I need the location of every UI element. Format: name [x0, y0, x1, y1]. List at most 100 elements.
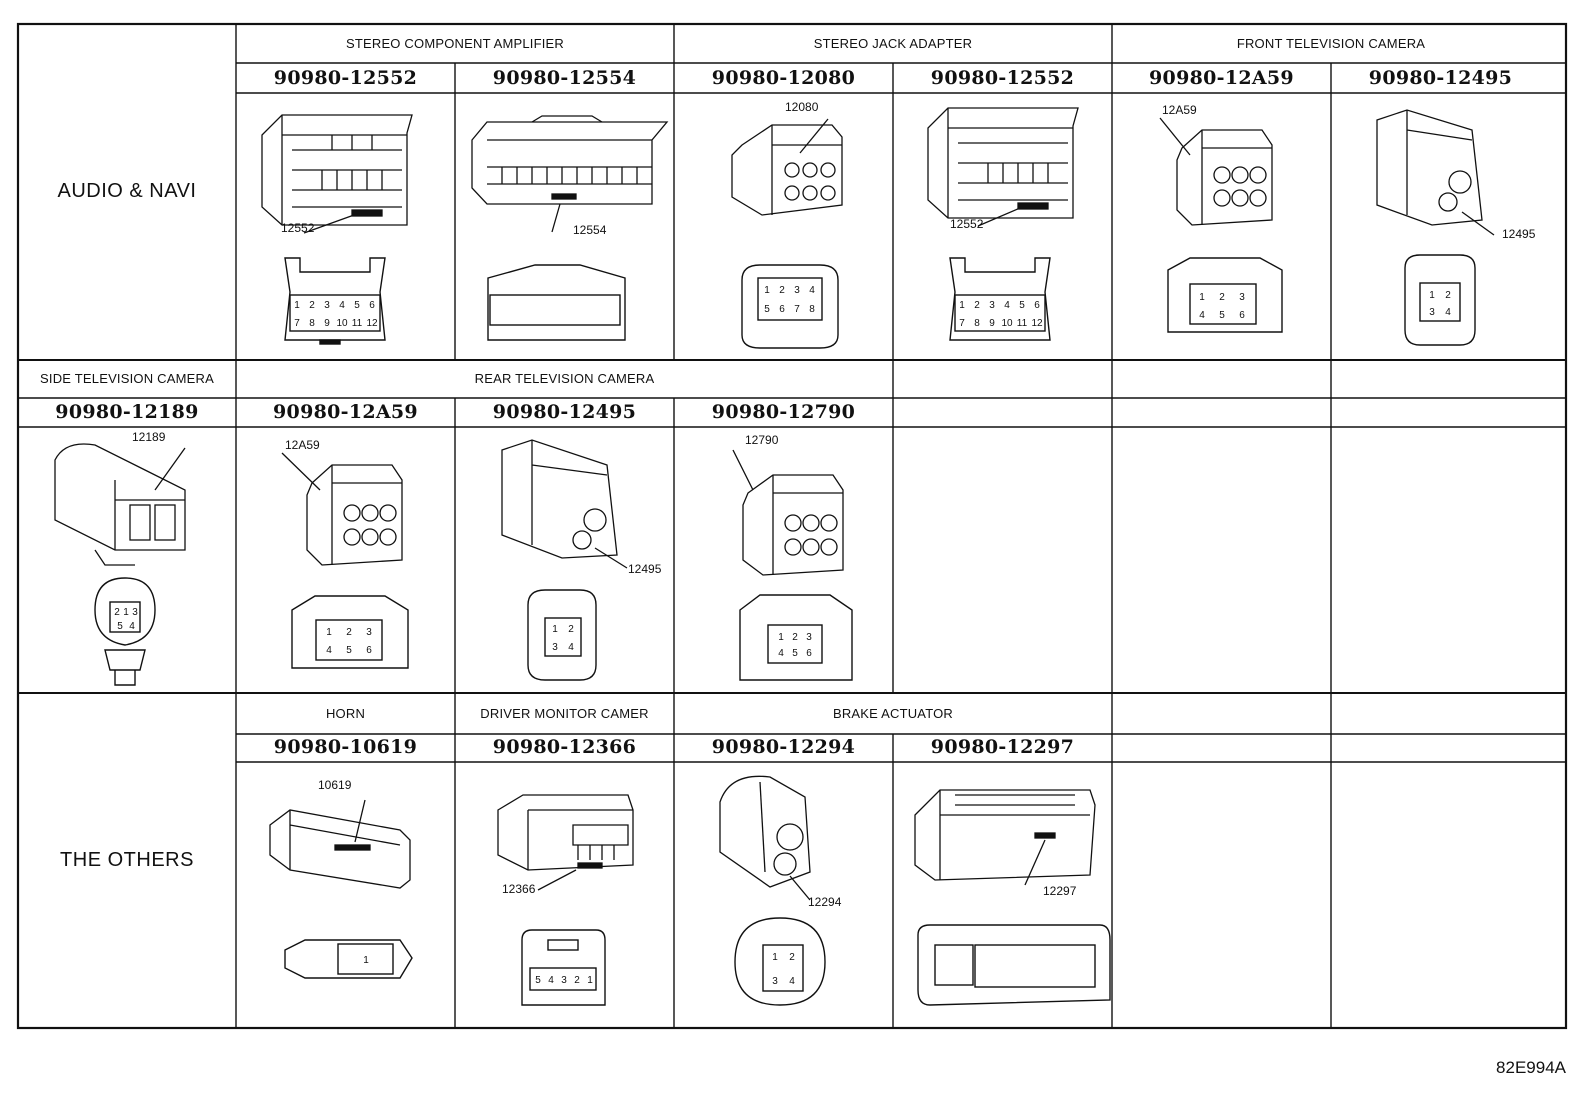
pin: 3	[1429, 307, 1435, 318]
connector-12a59b-iso	[281, 452, 403, 566]
connector-12790-face	[739, 594, 853, 681]
callout-code: 12554	[573, 223, 607, 237]
pin: 2	[574, 975, 580, 986]
pin: 3	[561, 975, 567, 986]
pin: 2	[1445, 290, 1451, 301]
connector-12294-face	[734, 917, 826, 1006]
pin: 3	[772, 976, 778, 987]
callout-code: 12189	[132, 430, 166, 444]
part-number: 90980-12294	[711, 736, 856, 758]
pin: 1	[326, 627, 332, 638]
pin: 3	[552, 642, 558, 653]
callout-code: 12080	[785, 100, 819, 114]
pin: 2	[346, 627, 352, 638]
pin: 12	[1031, 318, 1043, 329]
connector-12495-face	[1404, 254, 1476, 346]
part-number: 90980-12554	[492, 67, 637, 89]
pin: 4	[326, 645, 332, 656]
header-stereo-component-amplifier: STEREO COMPONENT AMPLIFIER	[345, 36, 565, 51]
pin: 7	[959, 318, 965, 329]
part-number: 90980-12790	[711, 401, 856, 423]
pin: 5	[1219, 310, 1225, 321]
pin: 8	[309, 318, 315, 329]
callout-code: 12495	[1502, 227, 1536, 241]
connector-12554-iso	[471, 115, 669, 233]
pin: 2	[114, 607, 120, 618]
pin: 3	[794, 285, 800, 296]
pin: 2	[792, 632, 798, 643]
pin: 4	[1004, 300, 1010, 311]
part-number: 90980-10619	[273, 736, 418, 758]
category-audio-navi: AUDIO & NAVI	[57, 180, 197, 202]
callout-code: 12552	[950, 217, 984, 231]
pin: 10	[1001, 318, 1013, 329]
part-number: 90980-12A59	[273, 401, 418, 423]
pin: 2	[1219, 292, 1225, 303]
connector-12297-iso	[914, 789, 1096, 886]
connector-12189-face	[94, 577, 156, 686]
category-the-others: THE OTHERS	[60, 849, 194, 871]
pin: 11	[1017, 318, 1028, 329]
pin: 1	[764, 285, 770, 296]
pin: 3	[324, 300, 330, 311]
pin: 4	[809, 285, 815, 296]
connector-12554-face	[487, 264, 626, 341]
connector-12495b-face	[527, 589, 597, 681]
connector-12366-face	[521, 929, 606, 1006]
pin: 1	[778, 632, 784, 643]
pin: 1	[363, 955, 369, 966]
pin: 1	[123, 607, 129, 618]
pin: 6	[1034, 300, 1040, 311]
pin: 6	[1239, 310, 1245, 321]
pin: 4	[548, 975, 554, 986]
pin: 3	[1239, 292, 1245, 303]
connector-12a59-iso	[1159, 117, 1273, 226]
part-number: 90980-12080	[711, 67, 856, 89]
pin: 4	[1199, 310, 1205, 321]
pin: 1	[772, 952, 778, 963]
header-driver-monitor-camera: DRIVER MONITOR CAMER	[480, 706, 649, 721]
header-front-tv-camera: FRONT TELEVISION CAMERA	[1236, 36, 1426, 51]
connector-12552b-face	[949, 257, 1051, 341]
connector-12189-iso	[54, 443, 186, 566]
part-number: 90980-12495	[492, 401, 637, 423]
connector-12080-iso	[731, 118, 843, 216]
callout-code: 12495	[628, 562, 662, 576]
header-horn: HORN	[325, 706, 366, 721]
connector-10619-iso	[269, 799, 411, 889]
header-side-tv-camera: SIDE TELEVISION CAMERA	[40, 371, 214, 386]
pin: 5	[1019, 300, 1025, 311]
pin: 7	[794, 304, 800, 315]
pin: 12	[366, 318, 378, 329]
pin: 9	[989, 318, 995, 329]
pin: 5	[764, 304, 770, 315]
pin: 1	[959, 300, 965, 311]
connector-12495b-iso	[501, 439, 628, 569]
pin: 11	[352, 318, 363, 329]
pin: 5	[535, 975, 541, 986]
callout-code: 12294	[808, 895, 842, 909]
pin: 1	[1429, 290, 1435, 301]
pin: 4	[568, 642, 574, 653]
part-number: 90980-12552	[273, 67, 418, 89]
header-stereo-jack-adapter: STEREO JACK ADAPTER	[813, 36, 973, 51]
pin: 4	[339, 300, 345, 311]
callout-code: 10619	[318, 778, 352, 792]
pin: 6	[806, 648, 812, 659]
pin: 4	[778, 648, 784, 659]
pin: 6	[369, 300, 375, 311]
callout-code: 12790	[745, 433, 779, 447]
connector-12294-iso	[719, 775, 811, 901]
part-number: 90980-12366	[492, 736, 637, 758]
connector-12552-iso	[261, 114, 413, 234]
pin: 6	[366, 645, 372, 656]
pin: 5	[117, 621, 123, 632]
pin: 3	[132, 607, 138, 618]
callout-code: 12A59	[285, 438, 320, 452]
connector-12080-face	[741, 264, 839, 349]
header-brake-actuator: BRAKE ACTUATOR	[832, 706, 954, 721]
pin: 3	[989, 300, 995, 311]
connector-12297-face	[917, 924, 1111, 1006]
part-number: 90980-12189	[55, 401, 199, 423]
